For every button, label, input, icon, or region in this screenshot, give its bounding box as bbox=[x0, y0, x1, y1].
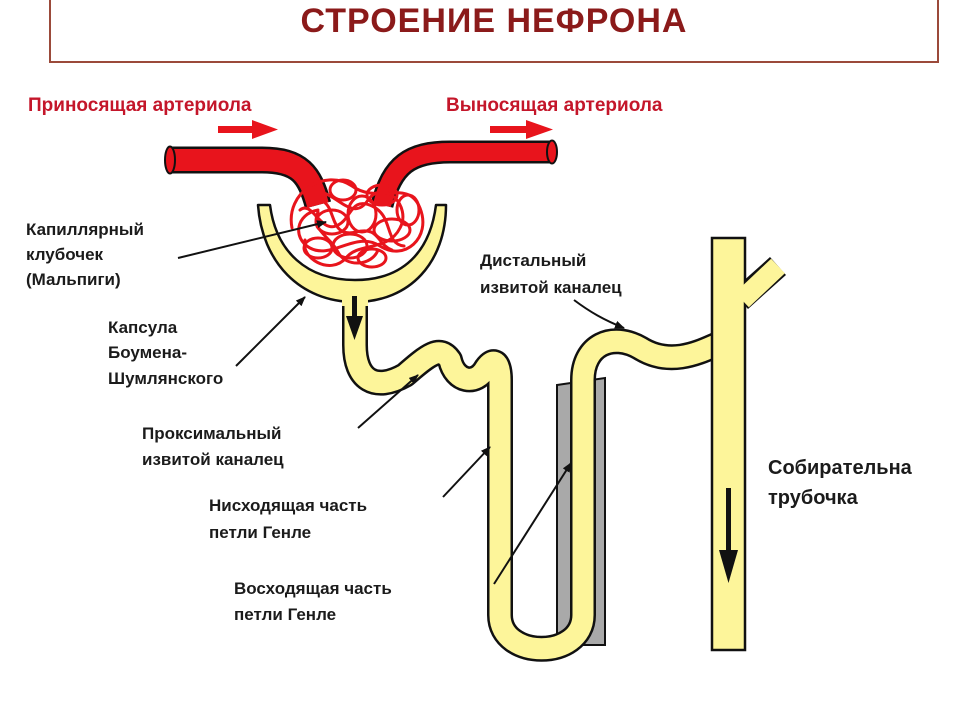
efferent-flow-arrow bbox=[490, 120, 553, 139]
svg-text:Нисходящая часть: Нисходящая часть bbox=[209, 496, 367, 515]
collecting-duct bbox=[710, 236, 787, 652]
svg-text:Капиллярный: Капиллярный bbox=[26, 220, 144, 239]
proximal-tubule-label: Проксимальный извитой каналец bbox=[142, 424, 284, 469]
glomerulus bbox=[289, 178, 425, 269]
svg-text:Восходящая часть: Восходящая часть bbox=[234, 579, 392, 598]
title-box: СТРОЕНИЕ НЕФРОНА bbox=[49, 0, 939, 63]
svg-text:Проксимальный: Проксимальный bbox=[142, 424, 281, 443]
svg-text:извитой каналец: извитой каналец bbox=[480, 278, 622, 297]
distal-tubule-label: Дистальный извитой каналец bbox=[480, 251, 622, 297]
svg-text:петли Генле: петли Генле bbox=[234, 605, 336, 624]
svg-text:петли Генле: петли Генле bbox=[209, 523, 311, 542]
glomerulus-label: Капиллярный клубочек (Мальпиги) bbox=[26, 220, 144, 289]
distal-pointer bbox=[573, 299, 625, 329]
svg-text:трубочка: трубочка bbox=[768, 487, 859, 509]
svg-text:(Мальпиги): (Мальпиги) bbox=[26, 270, 121, 289]
ascending-pointer bbox=[493, 462, 572, 585]
collecting-duct-flow-arrow bbox=[719, 488, 738, 583]
svg-text:Собирательна: Собирательна bbox=[768, 457, 913, 479]
descending-pointer bbox=[442, 446, 491, 498]
proximal-pointer bbox=[357, 374, 419, 429]
capsule-flow-arrow bbox=[346, 296, 363, 340]
page-title: СТРОЕНИЕ НЕФРОНА bbox=[301, 2, 688, 40]
bowman-capsule-label: Капсула Боумена- Шумлянского bbox=[108, 318, 223, 388]
efferent-arteriole-label: Выносящая артериола bbox=[446, 95, 663, 116]
renal-tubule bbox=[342, 287, 729, 662]
capsule-pointer bbox=[235, 296, 306, 367]
bowman-capsule bbox=[256, 203, 448, 304]
svg-text:Дистальный: Дистальный bbox=[480, 251, 586, 270]
label-pointers bbox=[177, 220, 625, 585]
svg-text:Боумена-: Боумена- bbox=[108, 343, 187, 362]
collecting-duct-label: Собирательна трубочка bbox=[768, 457, 913, 509]
svg-text:Капсула: Капсула bbox=[108, 318, 178, 337]
afferent-arteriole bbox=[164, 145, 332, 209]
descending-limb-label: Нисходящая часть петли Генле bbox=[209, 496, 367, 542]
glomerulus-pointer bbox=[177, 220, 327, 259]
svg-text:Шумлянского: Шумлянского bbox=[108, 369, 223, 388]
afferent-flow-arrow bbox=[218, 120, 278, 139]
svg-text:клубочек: клубочек bbox=[26, 245, 104, 264]
svg-text:извитой каналец: извитой каналец bbox=[142, 450, 284, 469]
afferent-arteriole-label: Приносящая артериола bbox=[28, 95, 252, 116]
ascending-limb-label: Восходящая часть петли Генле bbox=[234, 579, 392, 624]
